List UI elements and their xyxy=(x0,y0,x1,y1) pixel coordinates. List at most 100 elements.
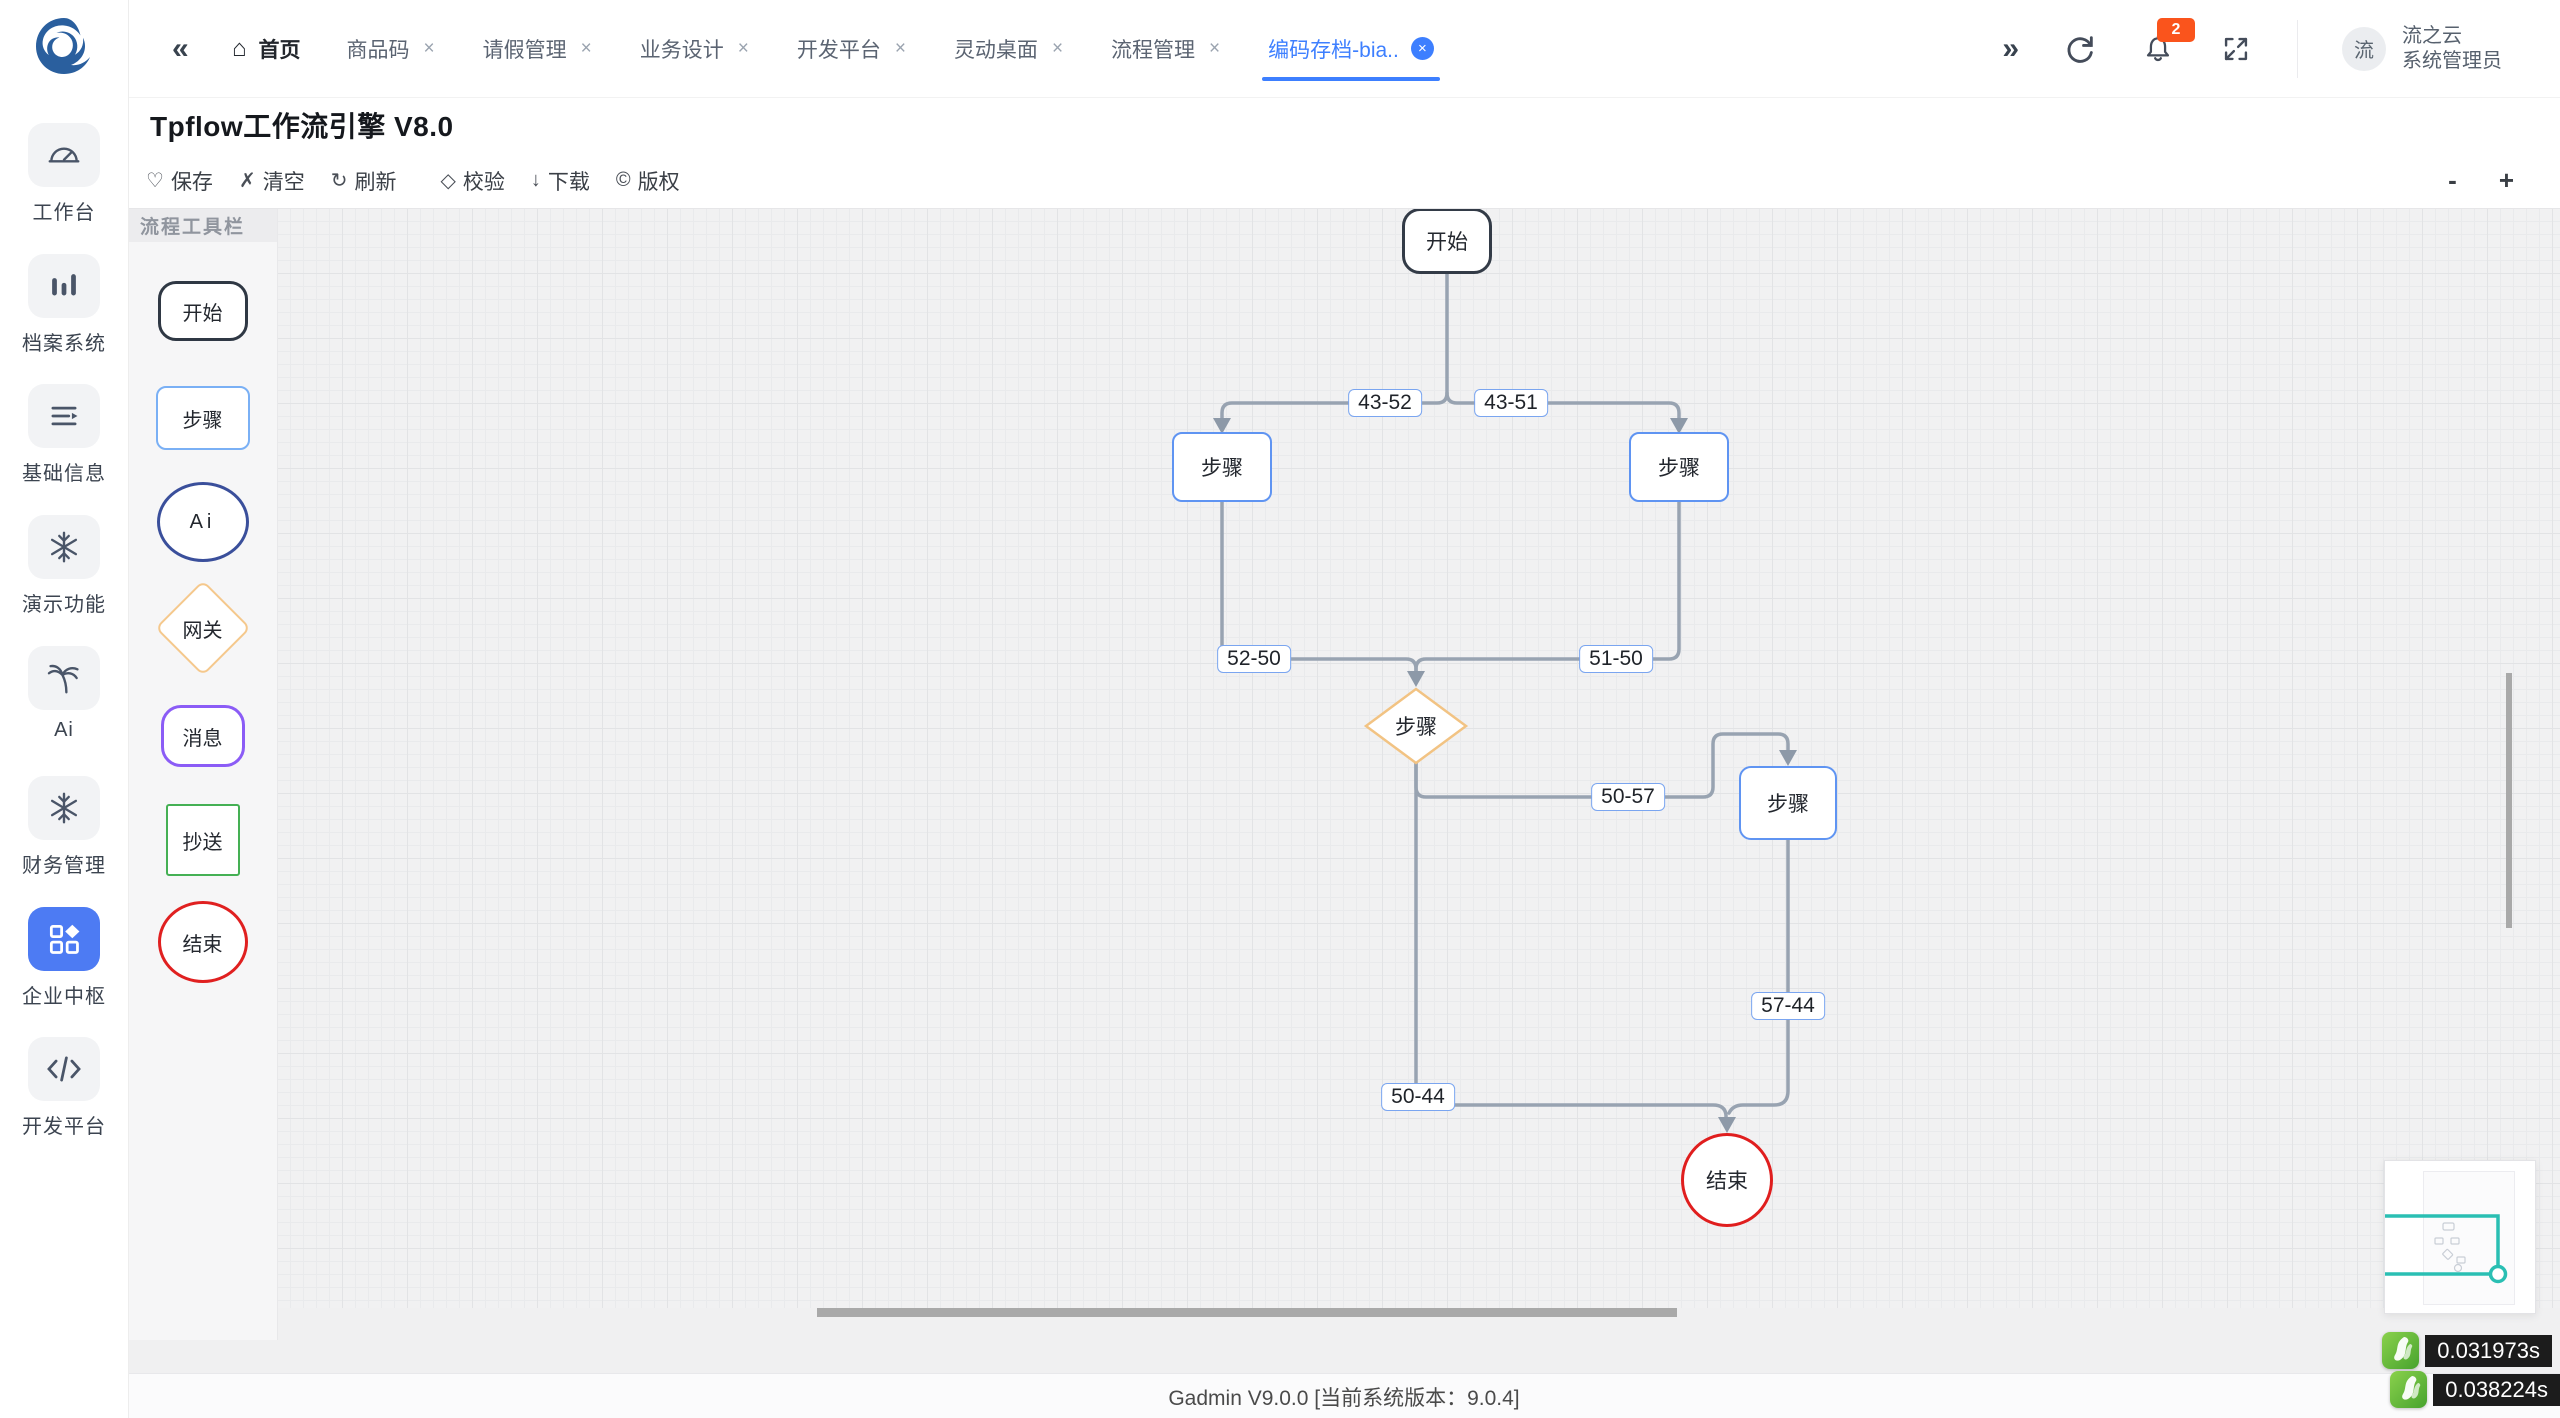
edge-label-51-50[interactable]: 51-50 xyxy=(1579,645,1653,673)
edge-50-57-line xyxy=(1414,732,1790,799)
sidebar-item-label: 财务管理 xyxy=(22,855,106,877)
vertical-scrollbar[interactable] xyxy=(2506,673,2512,928)
copyright-icon: © xyxy=(615,169,631,191)
zoom-out-button[interactable]: - xyxy=(2448,165,2457,195)
active-tab-underline xyxy=(1262,77,1440,81)
tab-close-icon[interactable]: × xyxy=(894,37,906,59)
edge-label-43-52[interactable]: 43-52 xyxy=(1348,389,1422,417)
status-footer: Gadmin V9.0.0 [当前系统版本：9.0.4] xyxy=(128,1373,2560,1418)
edge-51-50-line xyxy=(1414,500,1681,679)
workflow-titlebar: Tpflow工作流引擎 V8.0 xyxy=(128,97,2560,154)
tab-home[interactable]: ⌂ 首页 xyxy=(232,0,301,97)
tab-leave-mgmt[interactable]: 请假管理 × xyxy=(483,0,594,97)
notifications-bell-icon[interactable]: 2 xyxy=(2141,17,2195,66)
tabs-overflow-icon[interactable]: » xyxy=(2002,31,2019,65)
copyright-button[interactable]: © 版权 xyxy=(615,169,680,194)
tab-close-icon[interactable]: × xyxy=(1410,37,1434,60)
sidebar-item-label: 档案系统 xyxy=(22,333,106,355)
user-avatar: 流 xyxy=(2342,26,2386,71)
sidebar-item-label: 基础信息 xyxy=(22,463,106,485)
flow-node-step-left[interactable]: 步骤 xyxy=(1172,432,1272,502)
edge-label-57-44[interactable]: 57-44 xyxy=(1751,992,1825,1020)
canvas-minimap[interactable] xyxy=(2384,1160,2536,1314)
sidebar-collapse-icon[interactable]: « xyxy=(172,31,189,65)
palette-item-step[interactable]: 步骤 xyxy=(155,386,250,450)
flow-node-start[interactable]: 开始 xyxy=(1402,208,1492,274)
brand-logo[interactable] xyxy=(34,16,94,76)
perf-time: 0.038224s xyxy=(2433,1373,2560,1406)
sidebar-item-workbench[interactable]: 工作台 xyxy=(0,123,128,225)
bar-chart-icon xyxy=(52,274,76,296)
gateway-node-shape[interactable] xyxy=(1363,687,1469,765)
flow-node-gateway[interactable]: 步骤 xyxy=(1395,716,1437,739)
user-menu[interactable]: 流 流之云 系统管理员 xyxy=(2342,24,2502,74)
validate-button[interactable]: ◇ 校验 xyxy=(440,170,505,194)
tab-close-icon[interactable]: × xyxy=(1209,37,1221,59)
palm-tree-icon xyxy=(47,664,79,694)
palette-title: 流程工具栏 xyxy=(128,208,277,242)
workflow-toolbar: ♡ 保存 ✗ 清空 ↻ 刷新 ◇ 校验 ↓ 下载 © 版权 - + xyxy=(128,153,2560,209)
tab-product-code[interactable]: 商品码 × xyxy=(347,0,437,97)
minimap-viewport-rect[interactable] xyxy=(2385,1214,2500,1276)
zoom-in-button[interactable]: + xyxy=(2498,165,2514,195)
clear-button[interactable]: ✗ 清空 xyxy=(238,170,305,194)
palette-item-gateway[interactable]: 网关 xyxy=(154,579,251,677)
tab-close-icon[interactable]: × xyxy=(423,37,435,59)
tab-label: 首页 xyxy=(258,38,301,62)
sidebar-item-archive[interactable]: 档案系统 xyxy=(0,254,128,356)
top-header: « ⌂ 首页 商品码 × 请假管理 × 业务设计 × 开发平台 × xyxy=(128,0,2560,98)
edge-50-44-line xyxy=(1414,761,1728,1125)
grid-icon xyxy=(49,924,80,954)
tab-close-icon[interactable]: × xyxy=(737,37,749,59)
palette-item-cc[interactable]: 抄送 xyxy=(165,804,240,876)
tab-dev-platform[interactable]: 开发平台 × xyxy=(797,0,908,97)
horizontal-scrollbar[interactable] xyxy=(817,1308,1677,1317)
download-button[interactable]: ↓ 下载 xyxy=(530,169,590,194)
tab-process-mgmt[interactable]: 流程管理 × xyxy=(1111,0,1222,97)
dashboard-gauge-icon xyxy=(48,147,80,163)
arrowhead xyxy=(1779,750,1797,766)
refresh-button[interactable]: ↻ 刷新 xyxy=(330,170,397,194)
flow-palette: 流程工具栏 开始 步骤 Ai 网关 消息 抄送 结束 xyxy=(128,208,278,1340)
sidebar-item-enterprise-hub[interactable]: 企业中枢 xyxy=(0,907,128,1009)
refresh-page-icon[interactable] xyxy=(2063,32,2097,66)
app-sidebar: 工作台 档案系统 基础信息 演示功能 Ai 财务管理 企业中枢 xyxy=(0,0,129,1418)
flow-canvas[interactable]: 开始 步骤 步骤 步骤 步骤 结束 43-52 43-51 52-50 51-5… xyxy=(277,208,2560,1308)
arrowhead xyxy=(1213,418,1231,434)
flow-node-end[interactable]: 结束 xyxy=(1681,1133,1773,1227)
tab-close-icon[interactable]: × xyxy=(1051,37,1064,59)
edge-label-43-51[interactable]: 43-51 xyxy=(1474,389,1548,417)
tab-code-archive-active[interactable]: 编码存档-bia.. × xyxy=(1262,0,1440,97)
tab-smart-desktop[interactable]: 灵动桌面 × xyxy=(954,0,1065,97)
sidebar-item-demo[interactable]: 演示功能 xyxy=(0,515,128,617)
palette-item-end[interactable]: 结束 xyxy=(157,901,248,983)
diamond-icon: ◇ xyxy=(440,170,456,192)
tab-business-design[interactable]: 业务设计 × xyxy=(640,0,751,97)
edge-label-52-50[interactable]: 52-50 xyxy=(1217,645,1291,673)
edge-label-50-44[interactable]: 50-44 xyxy=(1381,1083,1455,1111)
minimap-overlay xyxy=(2385,1214,2508,1284)
user-role: 系统管理员 xyxy=(2402,49,2502,72)
notification-count-badge: 2 xyxy=(2157,17,2195,42)
tab-close-icon[interactable]: × xyxy=(580,37,592,59)
sidebar-item-label: 开发平台 xyxy=(22,1116,106,1138)
flow-node-step-bottom[interactable]: 步骤 xyxy=(1739,766,1837,840)
user-name: 流之云 xyxy=(2402,24,2462,47)
page-title: Tpflow工作流引擎 V8.0 xyxy=(150,111,454,142)
fullscreen-icon[interactable] xyxy=(2219,32,2253,66)
edge-label-50-57[interactable]: 50-57 xyxy=(1591,783,1665,811)
palette-item-ai[interactable]: Ai xyxy=(156,482,249,562)
version-text: Gadmin V9.0.0 [当前系统版本：9.0.4] xyxy=(1168,1386,1520,1410)
sidebar-item-label: 演示功能 xyxy=(22,594,106,616)
palette-item-message[interactable]: 消息 xyxy=(160,705,245,767)
save-button[interactable]: ♡ 保存 xyxy=(146,170,213,194)
sidebar-item-ai[interactable]: Ai xyxy=(0,646,128,742)
sidebar-item-finance[interactable]: 财务管理 xyxy=(0,776,128,878)
arrowhead xyxy=(1407,671,1425,687)
sidebar-item-basic-info[interactable]: 基础信息 xyxy=(0,384,128,486)
sidebar-item-dev-platform[interactable]: 开发平台 xyxy=(0,1037,128,1139)
flame-leaf-icon xyxy=(2382,1332,2420,1369)
minimap-resize-handle[interactable] xyxy=(2488,1264,2508,1284)
flow-node-step-right[interactable]: 步骤 xyxy=(1629,432,1729,502)
palette-item-start[interactable]: 开始 xyxy=(157,281,248,341)
